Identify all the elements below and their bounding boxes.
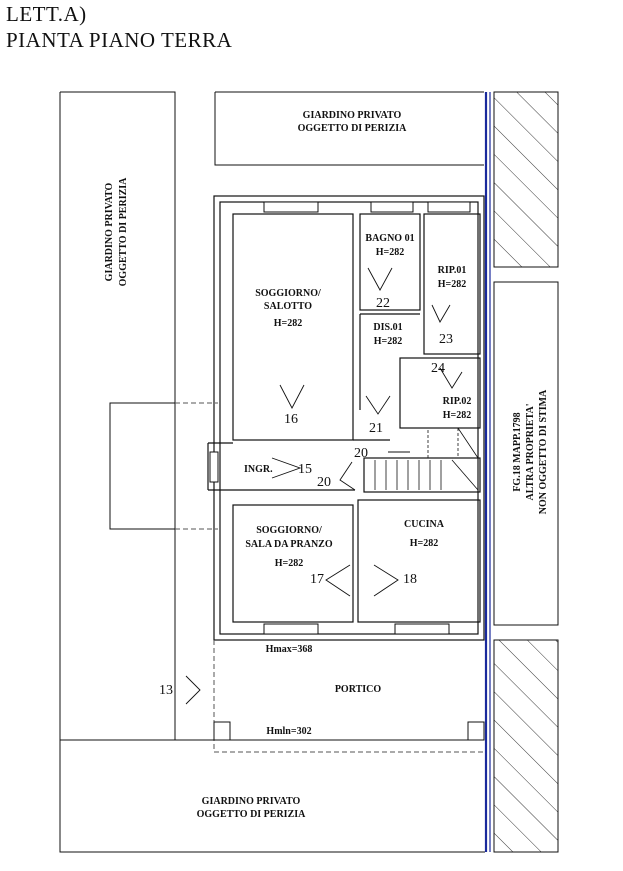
soggiorno-height: H=282	[274, 318, 302, 329]
view-number: 24	[431, 361, 445, 376]
portico-label: PORTICO	[335, 684, 382, 695]
garden-left-line1: GIARDINO PRIVATO	[104, 182, 115, 281]
soggiorno-label-2: SALOTTO	[264, 301, 312, 312]
bagno-label: BAGNO 01	[365, 233, 414, 244]
rip01-height: H=282	[438, 279, 466, 290]
portico	[213, 640, 485, 753]
property-boundary	[484, 92, 491, 852]
neighbor-line3: NON OGGETTO DI STIMA	[538, 389, 549, 514]
portico-hmax: Hmax=368	[266, 644, 313, 655]
windows	[209, 201, 471, 635]
view-number: 18	[403, 572, 417, 587]
left-annex	[109, 402, 218, 530]
plan-title: PIANTA PIANO TERRA	[6, 28, 233, 52]
sheet-letter: LETT.A)	[6, 2, 87, 26]
cucina-label: CUCINA	[404, 519, 445, 530]
dis01-label: DIS.01	[373, 322, 402, 333]
garden-bottom-line2: OGGETTO DI PERIZIA	[197, 809, 307, 820]
view-markers	[185, 267, 463, 705]
view-number: 21	[369, 421, 383, 436]
garden-bottom-line1: GIARDINO PRIVATO	[202, 796, 301, 807]
neighbor-property	[493, 91, 559, 853]
sala-label-2: SALA DA PRANZO	[245, 539, 332, 550]
cucina-height: H=282	[410, 538, 438, 549]
neighbor-line1: FG.18 MAPP.1798	[512, 412, 523, 491]
rip01-label: RIP.01	[438, 265, 467, 276]
stair	[374, 427, 479, 491]
view-number: 23	[439, 332, 453, 347]
garden-top-line1: GIARDINO PRIVATO	[303, 110, 402, 121]
portico-hmin: Hmln=302	[266, 726, 311, 737]
rip02-height: H=282	[443, 410, 471, 421]
sala-label-1: SOGGIORNO/	[256, 525, 322, 536]
dis01-height: H=282	[374, 336, 402, 347]
soggiorno-label-1: SOGGIORNO/	[255, 288, 321, 299]
neighbor-line2: ALTRA PROPRIETA'	[525, 403, 536, 500]
bagno-height: H=282	[376, 247, 404, 258]
sala-height: H=282	[275, 558, 303, 569]
view-number: 20	[317, 475, 331, 490]
view-number: 15	[298, 462, 312, 477]
room-labels: SOGGIORNO/ SALOTTO H=282 BAGNO 01 H=282 …	[244, 233, 471, 737]
view-number: 13	[159, 683, 173, 698]
ingresso-label: INGR.	[244, 464, 273, 475]
view-number: 22	[376, 296, 390, 311]
rip02-label: RIP.02	[443, 396, 472, 407]
view-numbers: 13 15 16 17 18 20 20 21 22 23 24	[159, 296, 453, 698]
view-number: 20	[354, 446, 368, 461]
garden-left-line2: OGGETTO DI PERIZIA	[118, 177, 129, 287]
area-labels: GIARDINO PRIVATO OGGETTO DI PERIZIA GIAR…	[104, 110, 549, 820]
garden-top-line2: OGGETTO DI PERIZIA	[298, 123, 408, 134]
view-number: 16	[284, 412, 298, 427]
view-number: 17	[310, 572, 324, 587]
